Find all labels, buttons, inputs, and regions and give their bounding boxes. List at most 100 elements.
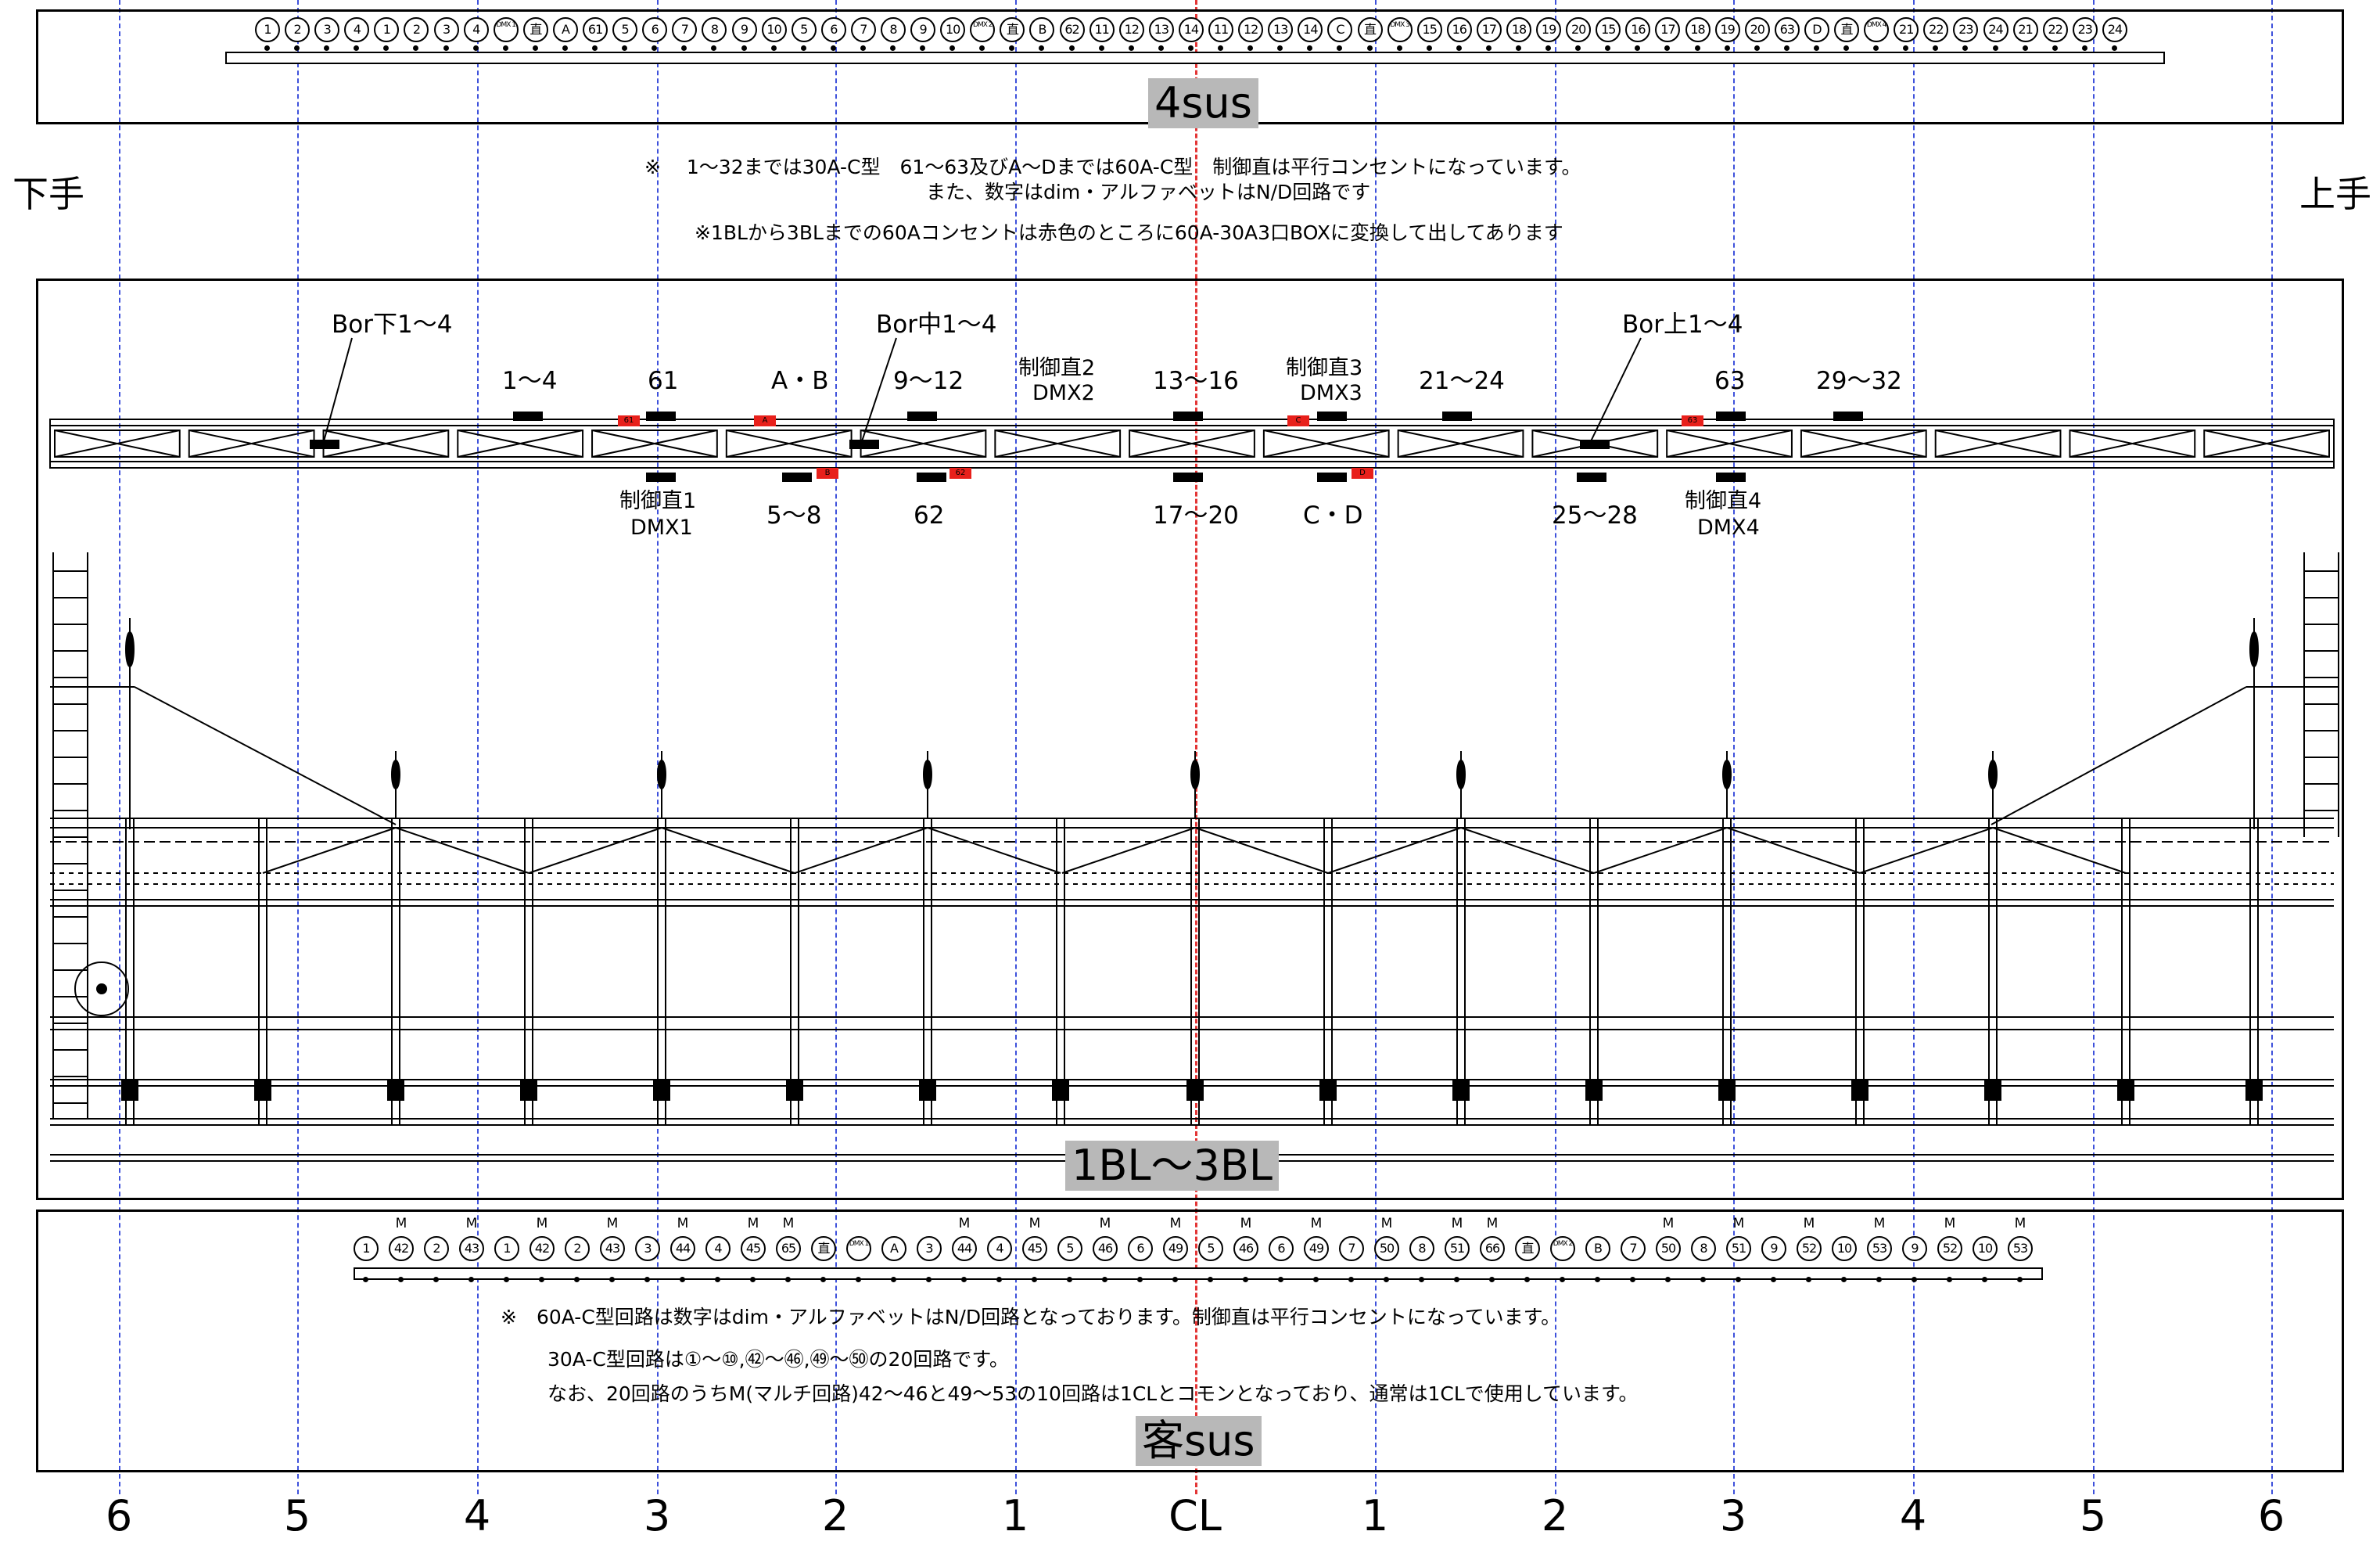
axis-label-6: CL <box>1168 1491 1222 1540</box>
bottom-outlet-dot <box>1454 1277 1459 1282</box>
bottom-outlet-dot <box>1278 1277 1283 1282</box>
truss-bay <box>2069 430 2196 458</box>
top-outlet-dot <box>1187 45 1194 51</box>
bottom-circuit-17: 44 <box>952 1236 977 1261</box>
top-circuit-12: 5 <box>612 17 638 42</box>
bridge-posts <box>121 618 2263 1125</box>
top-circuit-4: 1 <box>374 17 400 42</box>
bottom-circuit-41: 52 <box>1797 1236 1822 1261</box>
top-circuit-55: 21 <box>1894 17 1919 42</box>
bottom-outlet-dot <box>1912 1277 1917 1282</box>
top-outlet-dot <box>770 45 777 51</box>
top-circuit-19: 6 <box>820 17 846 42</box>
top-outlet-dot <box>324 45 330 51</box>
top-circuit-8: DMX 1 <box>493 17 519 42</box>
bottom-circuit-6: 2 <box>565 1236 590 1261</box>
label-ctl4: 制御直4 <box>1685 489 1762 513</box>
top-outlet-dot <box>1903 45 1909 51</box>
truss-bay <box>1666 430 1793 458</box>
bottom-note-3: なお、20回路のうちM(マルチ回路)42～46と49～53の10回路は1CLとコ… <box>547 1382 1639 1405</box>
bottom-outlet-dot <box>1208 1277 1213 1282</box>
top-outlet-dot <box>1098 45 1104 51</box>
top-outlet-dot <box>2052 45 2058 51</box>
top-pipe-bar <box>225 52 2165 64</box>
top-outlet-dot <box>741 45 747 51</box>
bottom-circuit-46: 10 <box>1973 1236 1998 1261</box>
truss-bay <box>1934 430 2062 458</box>
bottom-outlet-dot <box>715 1277 720 1282</box>
top-circuit-46: 16 <box>1625 17 1651 42</box>
top-circuit-15: 8 <box>702 17 727 42</box>
bottom-outlet-dot <box>2017 1277 2023 1282</box>
outlet-block <box>1716 473 1746 482</box>
top-circuit-32: 11 <box>1208 17 1234 42</box>
bottom-outlet-dot <box>1243 1277 1248 1282</box>
bottom-outlet-dot <box>680 1277 685 1282</box>
top-circuit-38: DMX 3 <box>1387 17 1413 42</box>
top-circuit-37: 直 <box>1357 17 1383 42</box>
bottom-outlet-dot <box>785 1277 791 1282</box>
bottom-pipe-frame <box>36 1210 2344 1472</box>
bottom-circuit-33: 直 <box>1515 1236 1540 1261</box>
top-circuit-25: 直 <box>1000 17 1025 42</box>
axis-line-9 <box>1733 0 1735 1494</box>
outlet-block <box>1716 412 1746 421</box>
multi-circuit-mark: M <box>1451 1216 1463 1231</box>
axis-line-10 <box>1913 0 1915 1494</box>
bottom-circuit-4: 1 <box>494 1236 519 1261</box>
top-outlet-dot <box>443 45 449 51</box>
bottom-outlet-dot <box>996 1277 1002 1282</box>
top-outlet-dot <box>1426 45 1432 51</box>
red-60a-box-63: 63 <box>1682 415 1703 426</box>
axis-label-2: 4 <box>463 1491 491 1540</box>
truss-bay <box>457 430 584 458</box>
label-bor-upper: Bor上1～4 <box>1622 311 1743 339</box>
bottom-outlet-dot <box>363 1277 368 1282</box>
top-outlet-dot <box>979 45 985 51</box>
top-circuit-28: 11 <box>1089 17 1115 42</box>
truss-bay <box>2203 430 2331 458</box>
bottom-circuit-38: 8 <box>1691 1236 1716 1261</box>
red-60a-box-D: D <box>1352 468 1373 479</box>
top-circuit-43: 19 <box>1536 17 1562 42</box>
bottom-outlet-dot <box>1524 1277 1530 1282</box>
truss-bay <box>1800 430 1927 458</box>
bottom-outlet-dot <box>1595 1277 1600 1282</box>
bottom-outlet-dot <box>1736 1277 1741 1282</box>
axis-line-1 <box>297 0 299 1494</box>
axis-line-12 <box>2271 0 2273 1494</box>
multi-circuit-mark: M <box>958 1216 971 1231</box>
bottom-outlet-dot <box>1806 1277 1811 1282</box>
top-circuit-50: 20 <box>1744 17 1770 42</box>
red-60a-box-62: 62 <box>949 468 971 479</box>
top-outlet-dot <box>1694 45 1700 51</box>
bottom-outlet-dot <box>926 1277 932 1282</box>
top-outlet-dot <box>1545 45 1552 51</box>
label-c13-16: 13～16 <box>1153 367 1239 395</box>
bottom-outlet-dot <box>539 1277 544 1282</box>
outlet-block <box>1317 473 1347 482</box>
top-outlet-dot <box>264 45 270 51</box>
bottom-circuit-14: DMX 1 <box>846 1236 871 1261</box>
v-truss <box>1859 827 1994 874</box>
axis-line-2 <box>477 0 479 1494</box>
axis-label-3: 3 <box>643 1491 671 1540</box>
label-cd: C・D <box>1303 501 1363 530</box>
top-circuit-57: 23 <box>1953 17 1979 42</box>
bridge-v-trusses <box>262 827 2127 874</box>
top-circuit-20: 7 <box>850 17 876 42</box>
axis-line-4 <box>835 0 837 1494</box>
top-outlet-dot <box>383 45 389 51</box>
label-c1-4: 1～4 <box>502 367 558 395</box>
outlet-block <box>1577 473 1606 482</box>
truss-bay <box>54 430 181 458</box>
top-outlet-dot <box>860 45 866 51</box>
top-outlet-dot <box>502 45 508 51</box>
red-60a-box-61: 61 <box>618 415 640 426</box>
top-outlet-dot <box>1009 45 1015 51</box>
top-outlet-dot <box>800 45 806 51</box>
bor-leader <box>861 337 897 442</box>
bottom-outlet-dot <box>1489 1277 1495 1282</box>
bottom-circuit-29: 50 <box>1374 1236 1399 1261</box>
